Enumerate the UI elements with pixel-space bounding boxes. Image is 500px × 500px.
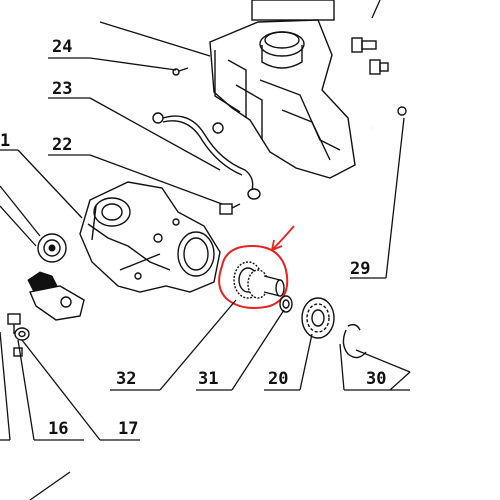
- red-arrow-icon: [271, 225, 295, 251]
- callout-1: 1: [0, 131, 10, 151]
- callout-22: 22: [52, 135, 72, 155]
- washer-31: [279, 295, 293, 313]
- long-bolt: [371, 106, 407, 130]
- callout-24: 24: [52, 37, 72, 57]
- screw-16: [7, 313, 21, 334]
- callout-20: 20: [268, 369, 288, 389]
- screw-22: [219, 203, 241, 215]
- bolt-upper-1: [351, 37, 377, 53]
- bolt-upper-2: [369, 59, 389, 75]
- main-gearbox-housing: [79, 181, 221, 293]
- cable-hose: [152, 112, 261, 200]
- gear-shaft-32: [233, 261, 285, 299]
- circlip-30: [342, 323, 367, 359]
- callout-23: 23: [52, 79, 72, 99]
- callout-31: 31: [198, 369, 218, 389]
- bearing-left: [37, 233, 67, 263]
- left-gear-shaft: [0, 266, 85, 321]
- washer-17: [13, 327, 30, 357]
- callout-16: 16: [48, 419, 68, 439]
- callout-29: 29: [350, 259, 370, 279]
- upper-housing-cover: [209, 0, 356, 179]
- callout-32: 32: [116, 369, 136, 389]
- bearing-20: [301, 297, 335, 339]
- leader-lines: [0, 0, 411, 500]
- red-circle-highlight: [218, 244, 289, 309]
- callout-17: 17: [118, 419, 138, 439]
- callout-30: 30: [366, 369, 386, 389]
- screw-24: [172, 67, 189, 76]
